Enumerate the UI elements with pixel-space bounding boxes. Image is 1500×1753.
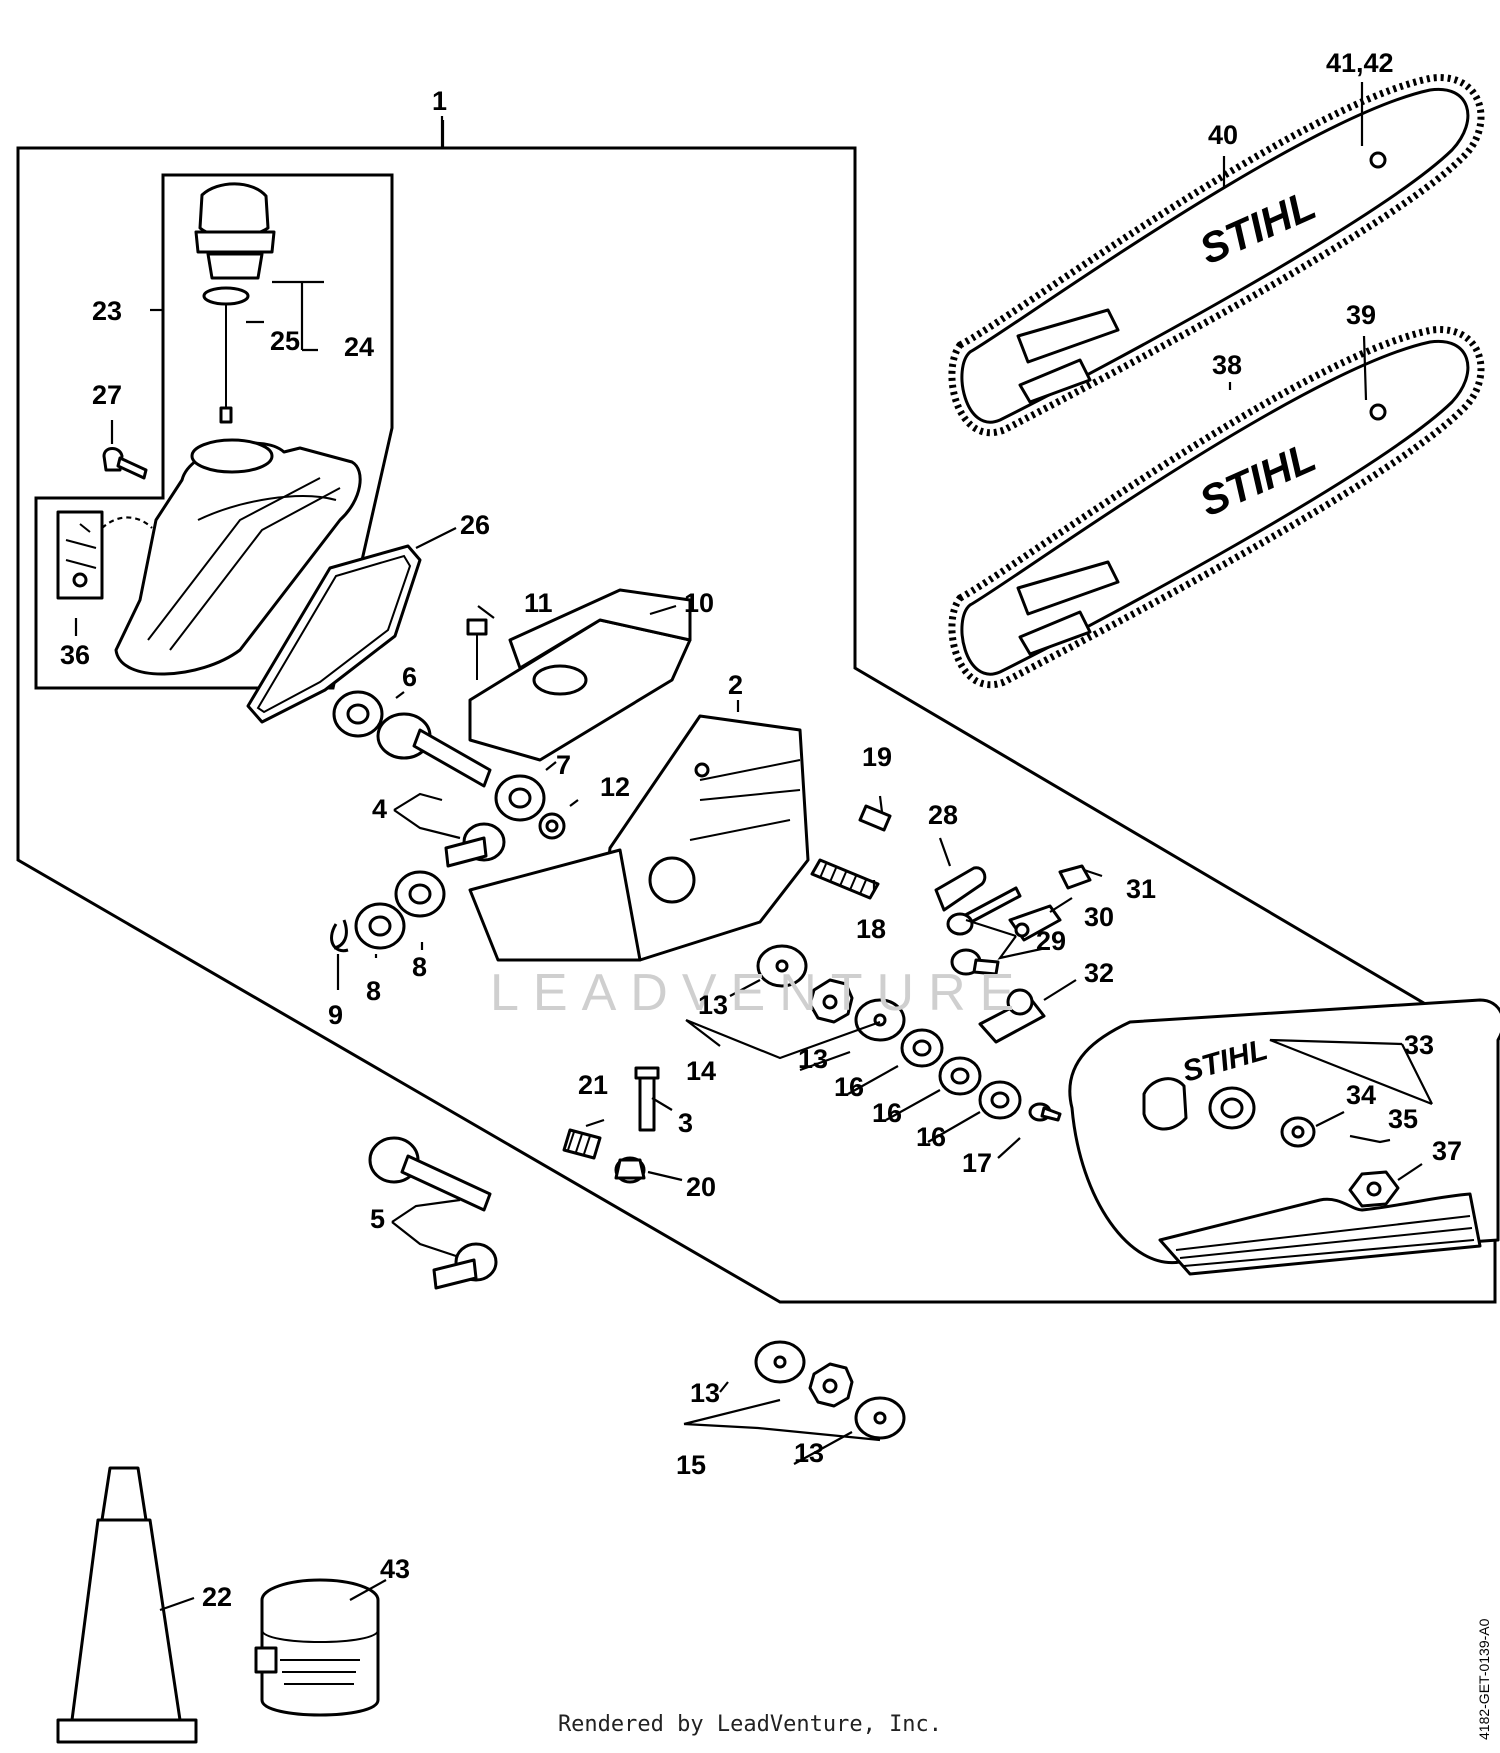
watermark: LEADVENTURE: [490, 964, 1028, 1022]
plug-21: [562, 1128, 602, 1160]
oil-tank-inset-frame: [34, 173, 394, 690]
callout-25: 25: [270, 326, 300, 356]
callout-40: 40: [1208, 120, 1238, 150]
callout-34: 34: [1346, 1080, 1376, 1110]
callout-18: 18: [856, 914, 886, 944]
callout-3: 3: [678, 1108, 693, 1138]
sprocket-15: [808, 1362, 854, 1408]
grease-can: [254, 1578, 380, 1717]
callout-39: 39: [1346, 300, 1376, 330]
callout-1: 1: [432, 86, 447, 116]
callout-20: 20: [686, 1172, 716, 1202]
callout-2: 2: [728, 670, 743, 700]
callout-16c: 16: [916, 1122, 946, 1152]
clamp: [468, 588, 692, 762]
callout-41-42: 41,42: [1326, 48, 1394, 78]
stud-19: [858, 804, 892, 832]
callout-37: 37: [1432, 1136, 1462, 1166]
oil-tank: [114, 438, 362, 676]
screw-27: [102, 447, 148, 480]
callout-43: 43: [380, 1554, 410, 1584]
callout-16b: 16: [872, 1098, 902, 1128]
spacer-16a: [900, 1028, 944, 1068]
callout-11: 11: [524, 588, 553, 618]
washer-13b: [854, 998, 906, 1042]
washer-13a: [756, 944, 808, 988]
callout-9: 9: [328, 1000, 343, 1030]
callout-36: 36: [60, 640, 90, 670]
callout-28: 28: [928, 800, 958, 830]
guide-bar-upper: STIHL: [948, 74, 1485, 437]
ball-bearing-8a: [354, 902, 406, 950]
ball-bearing-6: [332, 690, 384, 738]
tensioner-32: [978, 988, 1046, 1044]
callout-38: 38: [1212, 350, 1242, 380]
callout-8a: 8: [412, 952, 427, 982]
callout-17: 17: [962, 1148, 992, 1178]
ball-bearing-7: [494, 774, 546, 822]
washer-13c: [754, 1340, 806, 1384]
tensioner-screw-29: [946, 886, 1022, 976]
sprocket-14: [808, 978, 854, 1024]
snap-ring: [330, 919, 349, 953]
callout-29: 29: [1036, 926, 1066, 956]
nut-20: [614, 1156, 646, 1184]
washer-12: [538, 812, 566, 840]
callout-26: 26: [460, 510, 490, 540]
bevel-gear-set-5: [368, 1136, 498, 1290]
slide-28: [934, 866, 987, 912]
stud-18: [810, 858, 880, 900]
document-id: 4182-GET-0139-A0: [1476, 1618, 1492, 1740]
callout-10: 10: [684, 588, 714, 618]
callout-30: 30: [1084, 902, 1114, 932]
callout-27: 27: [92, 380, 122, 410]
nut-31: [1058, 864, 1092, 890]
callout-13a: 13: [698, 990, 728, 1020]
decal: [56, 510, 153, 600]
callout-24: 24: [344, 332, 374, 362]
nut-34: [1280, 1116, 1316, 1148]
callout-16a: 16: [834, 1072, 864, 1102]
spacer-16b: [938, 1056, 982, 1096]
callout-22: 22: [202, 1582, 232, 1612]
gasket: [246, 544, 422, 724]
callout-6: 6: [402, 662, 417, 692]
callout-13b: 13: [798, 1044, 828, 1074]
washer-13d: [854, 1396, 906, 1440]
callout-7: 7: [556, 750, 571, 780]
callout-14: 14: [686, 1056, 716, 1086]
callout-12: 12: [600, 772, 630, 802]
callout-19: 19: [862, 742, 892, 772]
oil-filler-cap: [194, 182, 276, 424]
callout-33: 33: [1404, 1030, 1434, 1060]
callout-8b: 8: [366, 976, 381, 1006]
callout-21: 21: [578, 1070, 608, 1100]
screw-11: [466, 618, 488, 680]
callout-32: 32: [1084, 958, 1114, 988]
callout-5: 5: [370, 1204, 385, 1234]
spacer-16c: [978, 1080, 1022, 1120]
callout-15: 15: [676, 1450, 706, 1480]
callout-23: 23: [92, 296, 122, 326]
guide-bar-lower: STIHL: [948, 326, 1485, 689]
screw-17: [1028, 1102, 1062, 1122]
gear-housing: [468, 714, 810, 962]
callout-4: 4: [372, 794, 387, 824]
grease-tube: [56, 1466, 198, 1744]
callout-35: 35: [1388, 1104, 1418, 1134]
footer-credit: Rendered by LeadVenture, Inc.: [557, 1712, 943, 1737]
nut-37: [1348, 1170, 1400, 1208]
ball-bearing-8b: [394, 870, 446, 918]
tensioner-slide-30: [1008, 904, 1062, 942]
callout-31: 31: [1126, 874, 1156, 904]
bevel-gear-set-4: [376, 712, 506, 868]
callout-13d: 13: [794, 1438, 824, 1468]
callout-13c: 13: [690, 1378, 720, 1408]
